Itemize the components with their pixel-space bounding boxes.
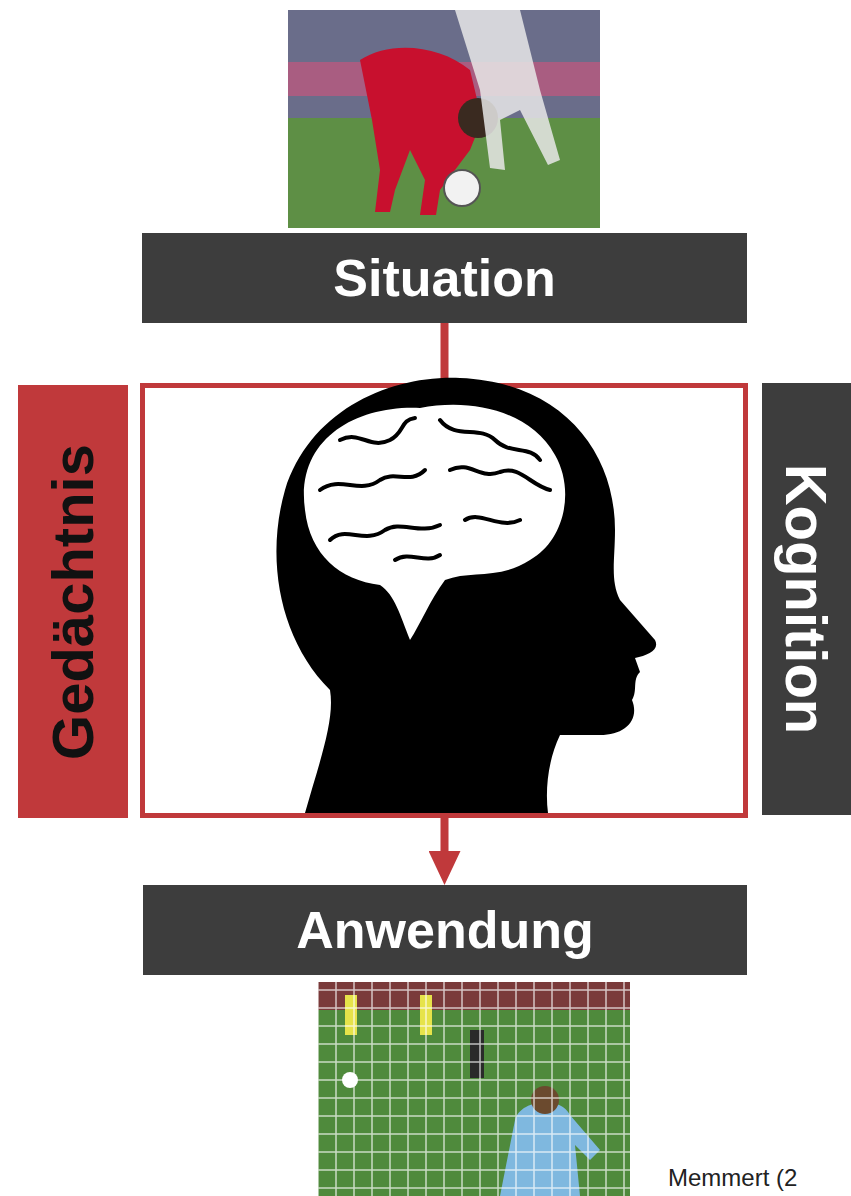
brain-folds bbox=[320, 418, 550, 560]
net-line bbox=[318, 1007, 630, 1009]
net-line bbox=[317, 982, 319, 1196]
net-line bbox=[318, 1025, 630, 1027]
photo-ground bbox=[288, 10, 600, 228]
memory-band: Gedächtnis bbox=[18, 385, 128, 818]
net-line bbox=[443, 982, 445, 1196]
net-line bbox=[318, 989, 630, 991]
cognition-band: Kognition bbox=[762, 383, 851, 815]
net-line bbox=[371, 982, 373, 1196]
net-line bbox=[318, 1097, 630, 1099]
application-box: Anwendung bbox=[143, 885, 747, 975]
net-line bbox=[318, 1151, 630, 1153]
photo-stands bbox=[318, 982, 630, 1010]
net-line bbox=[407, 982, 409, 1196]
net-line bbox=[389, 982, 391, 1196]
net-line bbox=[318, 1079, 630, 1081]
photo-top bbox=[288, 10, 600, 228]
net-line bbox=[515, 982, 517, 1196]
opponent-shape bbox=[455, 10, 560, 170]
photo-bottom bbox=[318, 982, 630, 1196]
net-line bbox=[318, 1115, 630, 1117]
net-line bbox=[569, 982, 571, 1196]
head-shape bbox=[276, 378, 656, 813]
net-line bbox=[425, 982, 427, 1196]
net-line bbox=[318, 1061, 630, 1063]
node-title: Kognition bbox=[778, 464, 836, 735]
net-line bbox=[461, 982, 463, 1196]
node-title: Situation bbox=[333, 252, 555, 304]
ball bbox=[444, 170, 480, 206]
net-line bbox=[318, 1187, 630, 1189]
net-line bbox=[479, 982, 481, 1196]
node-title: Gedächtnis bbox=[44, 444, 102, 760]
goal-net bbox=[318, 982, 630, 1196]
net-line bbox=[335, 982, 337, 1196]
brain-shape bbox=[304, 405, 565, 640]
net-line bbox=[318, 1169, 630, 1171]
goalkeeper-head bbox=[531, 1086, 559, 1114]
net-line bbox=[318, 1133, 630, 1135]
shooter bbox=[470, 1030, 484, 1078]
net-line bbox=[533, 982, 535, 1196]
photo-field bbox=[318, 982, 630, 1196]
net-line bbox=[318, 1043, 630, 1045]
node-title: Anwendung bbox=[296, 904, 594, 956]
net-line bbox=[353, 982, 355, 1196]
net-line bbox=[497, 982, 499, 1196]
player-far bbox=[345, 995, 357, 1035]
net-line bbox=[605, 982, 607, 1196]
net-line bbox=[587, 982, 589, 1196]
situation-box: Situation bbox=[142, 233, 747, 323]
head-silhouette bbox=[276, 378, 656, 813]
net-line bbox=[623, 982, 625, 1196]
citation-note: Memmert (2 bbox=[668, 1164, 797, 1192]
net-line bbox=[551, 982, 553, 1196]
